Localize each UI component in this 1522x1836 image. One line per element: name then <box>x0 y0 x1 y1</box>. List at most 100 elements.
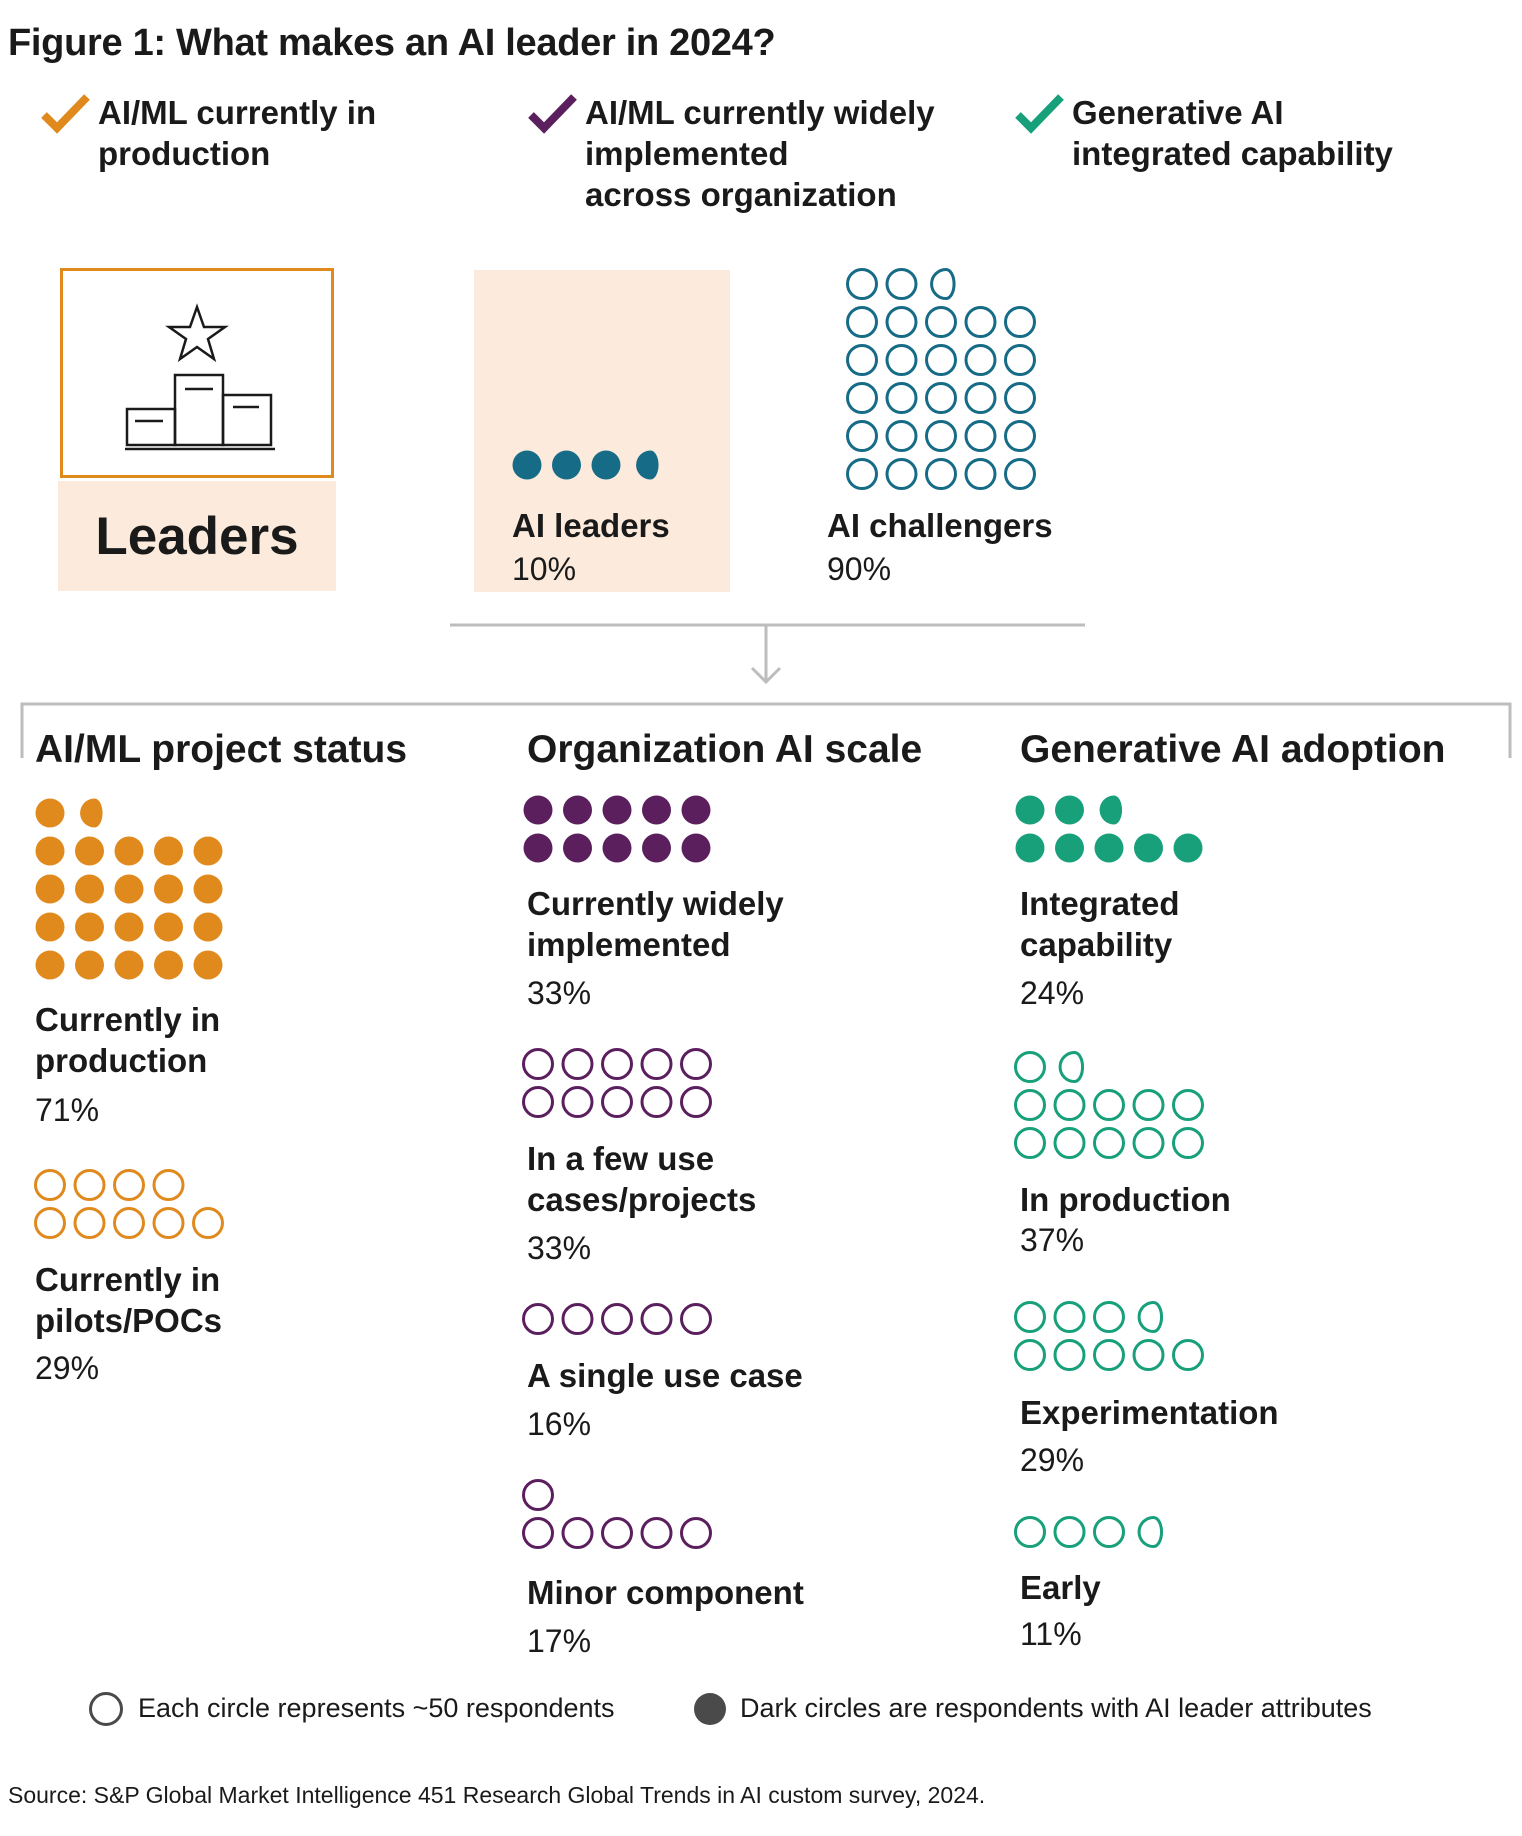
waffle-value: 16% <box>527 1406 592 1442</box>
label-line: Currently in <box>35 1001 221 1038</box>
outline-respondent-circle <box>192 1207 224 1239</box>
outline-respondent-circle <box>1014 1127 1046 1159</box>
outline-respondent-circle <box>113 1169 145 1201</box>
waffle-label: Currently widely implemented <box>527 883 784 965</box>
outline-respondent-circle <box>680 1048 712 1080</box>
outline-respondent-circle <box>1053 1339 1086 1371</box>
filled-respondent-circle <box>1015 833 1045 863</box>
filled-respondent-circle <box>193 836 223 866</box>
filled-respondent-circle <box>75 874 104 904</box>
outline-respondent-circle <box>522 1303 554 1335</box>
outline-respondent-circle <box>1053 1089 1086 1121</box>
check-icon <box>1015 94 1064 134</box>
legend-line: Generative AI <box>1072 94 1284 131</box>
outline-respondent-circle <box>1172 1127 1204 1159</box>
outline-respondent-circle <box>1093 1089 1125 1121</box>
filled-respondent-circle <box>35 912 65 942</box>
legend-line: production <box>98 135 271 172</box>
legend-generative: Generative AI integrated capability <box>1014 92 1393 174</box>
outline-respondent-circle <box>930 267 956 301</box>
outline-respondent-circle <box>925 306 957 338</box>
waffle-label: Minor component <box>527 1572 804 1613</box>
outline-respondent-circle <box>601 1048 633 1080</box>
outline-respondent-circle <box>522 1517 554 1549</box>
outline-respondent-circle <box>522 1479 554 1511</box>
legend-line: across organization <box>585 176 897 213</box>
waffle-value: 33% <box>527 975 592 1011</box>
filled-respondent-circle <box>1173 833 1203 863</box>
label-line: implemented <box>527 926 731 963</box>
filled-respondent-circle <box>80 798 103 828</box>
outline-respondent-circle <box>1014 1051 1046 1083</box>
filled-respondent-circle <box>1055 833 1084 863</box>
label-line: production <box>35 1042 208 1079</box>
outline-respondent-circle <box>885 382 918 414</box>
outline-respondent-circle <box>1053 1127 1086 1159</box>
waffle-label: A single use case <box>527 1355 803 1396</box>
ai-scale-heading: Organization AI scale <box>527 728 923 771</box>
outline-respondent-circle <box>925 420 957 452</box>
filled-respondent-circle <box>114 836 144 866</box>
outline-respondent-circle <box>964 306 997 338</box>
outline-respondent-circle <box>1004 458 1036 490</box>
outline-respondent-circle <box>1093 1127 1125 1159</box>
ai-leaders-highlight <box>474 270 730 592</box>
outline-respondent-circle <box>1093 1301 1125 1333</box>
project-status-heading: AI/ML project status <box>35 728 408 771</box>
outline-circle-icon <box>89 1692 123 1726</box>
outline-respondent-circle <box>885 458 918 490</box>
outline-respondent-circle <box>152 1169 185 1201</box>
outline-respondent-circle <box>601 1303 633 1335</box>
arrow-down-icon <box>750 666 782 685</box>
outline-respondent-circle <box>640 1048 673 1080</box>
filled-respondent-circle <box>1055 795 1084 825</box>
outline-respondent-circle <box>561 1086 594 1118</box>
waffle-value: 29% <box>1020 1442 1085 1478</box>
genai-adoption-heading: Generative AI adoption <box>1020 728 1446 771</box>
outline-respondent-circle <box>1132 1089 1165 1121</box>
outline-respondent-circle <box>73 1207 106 1239</box>
label-line: In a few use <box>527 1140 715 1177</box>
waffle-label: In a few use cases/projects <box>527 1138 756 1220</box>
outline-respondent-circle <box>640 1086 673 1118</box>
filled-respondent-circle <box>114 950 144 980</box>
source-note: Source: S&P Global Market Intelligence 4… <box>8 1782 986 1808</box>
waffle-label: Experimentation <box>1020 1392 1279 1433</box>
outline-respondent-circle <box>680 1517 712 1549</box>
outline-respondent-circle <box>1137 1515 1164 1549</box>
legend-label: AI/ML currently widely implemented acros… <box>585 92 935 215</box>
filled-respondent-circle <box>114 912 144 942</box>
label-line: pilots/POCs <box>35 1302 223 1339</box>
filled-respondent-circle <box>35 874 65 904</box>
filled-respondent-circle <box>193 912 223 942</box>
filled-respondent-circle <box>35 836 65 866</box>
filled-respondent-circle <box>35 798 65 828</box>
filled-respondent-circle <box>154 874 183 904</box>
waffle-label: In production <box>1020 1179 1231 1220</box>
waffle-value: 29% <box>35 1350 100 1386</box>
legend-line: integrated capability <box>1072 135 1393 172</box>
leaders-badge <box>60 268 334 478</box>
outline-respondent-circle <box>522 1048 554 1080</box>
filled-respondent-circle <box>75 836 104 866</box>
outline-respondent-circle <box>640 1517 673 1549</box>
filled-respondent-circle <box>193 874 223 904</box>
outline-respondent-circle <box>1014 1089 1046 1121</box>
label-line: Early <box>1020 1569 1101 1606</box>
outline-respondent-circle <box>846 458 878 490</box>
outline-respondent-circle <box>846 382 878 414</box>
leaders-label: Leaders <box>58 481 336 591</box>
filled-respondent-circle <box>681 795 711 825</box>
waffle-value: 71% <box>35 1092 100 1128</box>
outline-respondent-circle <box>1172 1089 1204 1121</box>
outline-respondent-circle <box>1014 1339 1046 1371</box>
legend-widely-implemented: AI/ML currently widely implemented acros… <box>527 92 935 215</box>
outline-respondent-circle <box>152 1207 185 1239</box>
filled-respondent-circle <box>642 833 671 863</box>
waffle-label: Currently in production <box>35 999 220 1081</box>
outline-respondent-circle <box>1004 382 1036 414</box>
legend-outline-text: Each circle represents ~50 respondents <box>138 1693 615 1723</box>
outline-respondent-circle <box>601 1086 633 1118</box>
label-line: cases/projects <box>527 1181 757 1218</box>
